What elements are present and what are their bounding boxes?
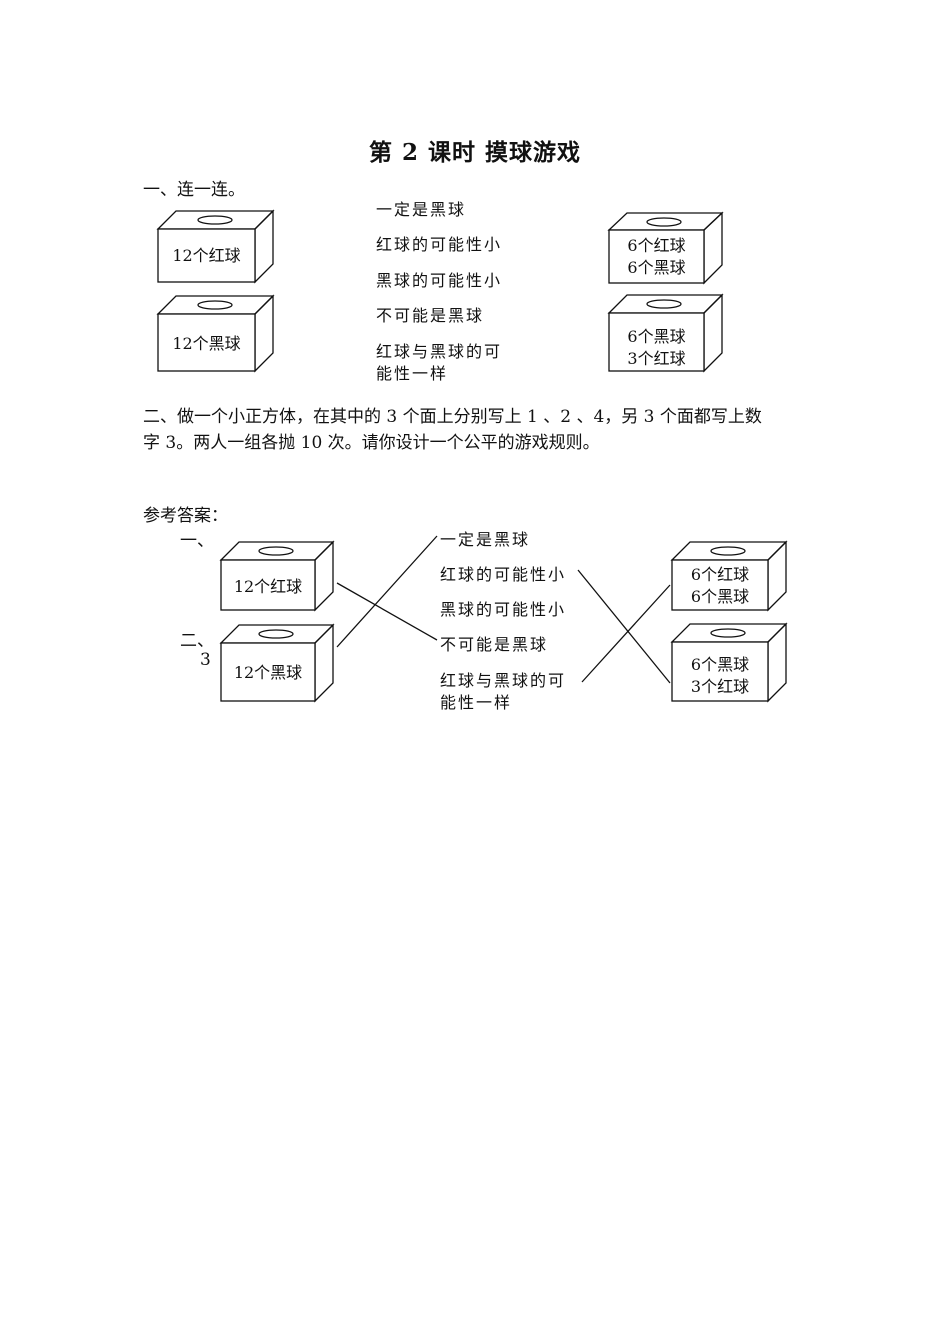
box-right-1 bbox=[607, 211, 724, 285]
option-5a: 红球与黑球的可 bbox=[376, 342, 503, 361]
answers-heading: 参考答案： bbox=[143, 506, 228, 526]
answer-option-5b: 能性一样 bbox=[440, 693, 513, 712]
box-right-2 bbox=[607, 293, 724, 373]
option-1: 一定是黑球 bbox=[376, 200, 467, 219]
option-2: 红球的可能性小 bbox=[376, 235, 503, 254]
answer-box-right-2 bbox=[670, 622, 788, 703]
answer-option-4: 不可能是黑球 bbox=[440, 635, 549, 654]
answer-box-left-2-label: 12个黑球 bbox=[233, 663, 303, 682]
q2-line2: 字 3。两人一组各抛 10 次。请你设计一个公平的游戏规则。 bbox=[143, 433, 600, 453]
answer-box-right-2-line1: 6个黑球 bbox=[690, 655, 750, 674]
answer-option-1: 一定是黑球 bbox=[440, 530, 531, 549]
q1-heading: 一、连一连。 bbox=[143, 180, 245, 200]
answer-box-left-1 bbox=[219, 540, 335, 612]
box-left-2-label: 12个黑球 bbox=[172, 334, 241, 353]
connector-redless-box2 bbox=[577, 569, 671, 684]
option-5b: 能性一样 bbox=[376, 364, 449, 383]
box-left-1-label: 12个红球 bbox=[172, 246, 241, 265]
answer-option-2: 红球的可能性小 bbox=[440, 565, 567, 584]
answer-option-3: 黑球的可能性小 bbox=[440, 600, 567, 619]
answers-part2-label: 二、 bbox=[180, 631, 214, 651]
answers-part1-label: 一、 bbox=[180, 531, 214, 551]
answer-box-left-2 bbox=[219, 623, 335, 703]
box-right-2-line1: 6个黑球 bbox=[627, 327, 686, 346]
answer-box-right-1-line1: 6个红球 bbox=[690, 565, 750, 584]
answers-part2-fragment: 3 bbox=[200, 650, 211, 670]
connector-black12-certain-black bbox=[336, 535, 438, 648]
q2-line1: 二、做一个小正方体，在其中的 3 个面上分别写上 1 、2 、4，另 3 个面都… bbox=[143, 407, 762, 427]
option-4: 不可能是黑球 bbox=[376, 306, 485, 325]
box-right-1-line1: 6个红球 bbox=[627, 236, 686, 255]
connector-equal-box1 bbox=[581, 584, 671, 683]
answer-box-right-1 bbox=[670, 540, 788, 612]
answer-box-left-1-label: 12个红球 bbox=[233, 577, 303, 596]
box-right-1-line2: 6个黑球 bbox=[627, 258, 686, 277]
page-title: 第 2 课时 摸球游戏 bbox=[368, 139, 582, 166]
answer-box-right-2-line2: 3个红球 bbox=[690, 677, 750, 696]
box-right-2-line2: 3个红球 bbox=[627, 349, 686, 368]
connector-red12-impossible-black bbox=[336, 582, 438, 641]
answer-option-5a: 红球与黑球的可 bbox=[440, 671, 567, 690]
box-left-1 bbox=[156, 209, 275, 284]
option-3: 黑球的可能性小 bbox=[376, 271, 503, 290]
box-left-2 bbox=[156, 294, 275, 373]
answer-box-right-1-line2: 6个黑球 bbox=[690, 587, 750, 606]
